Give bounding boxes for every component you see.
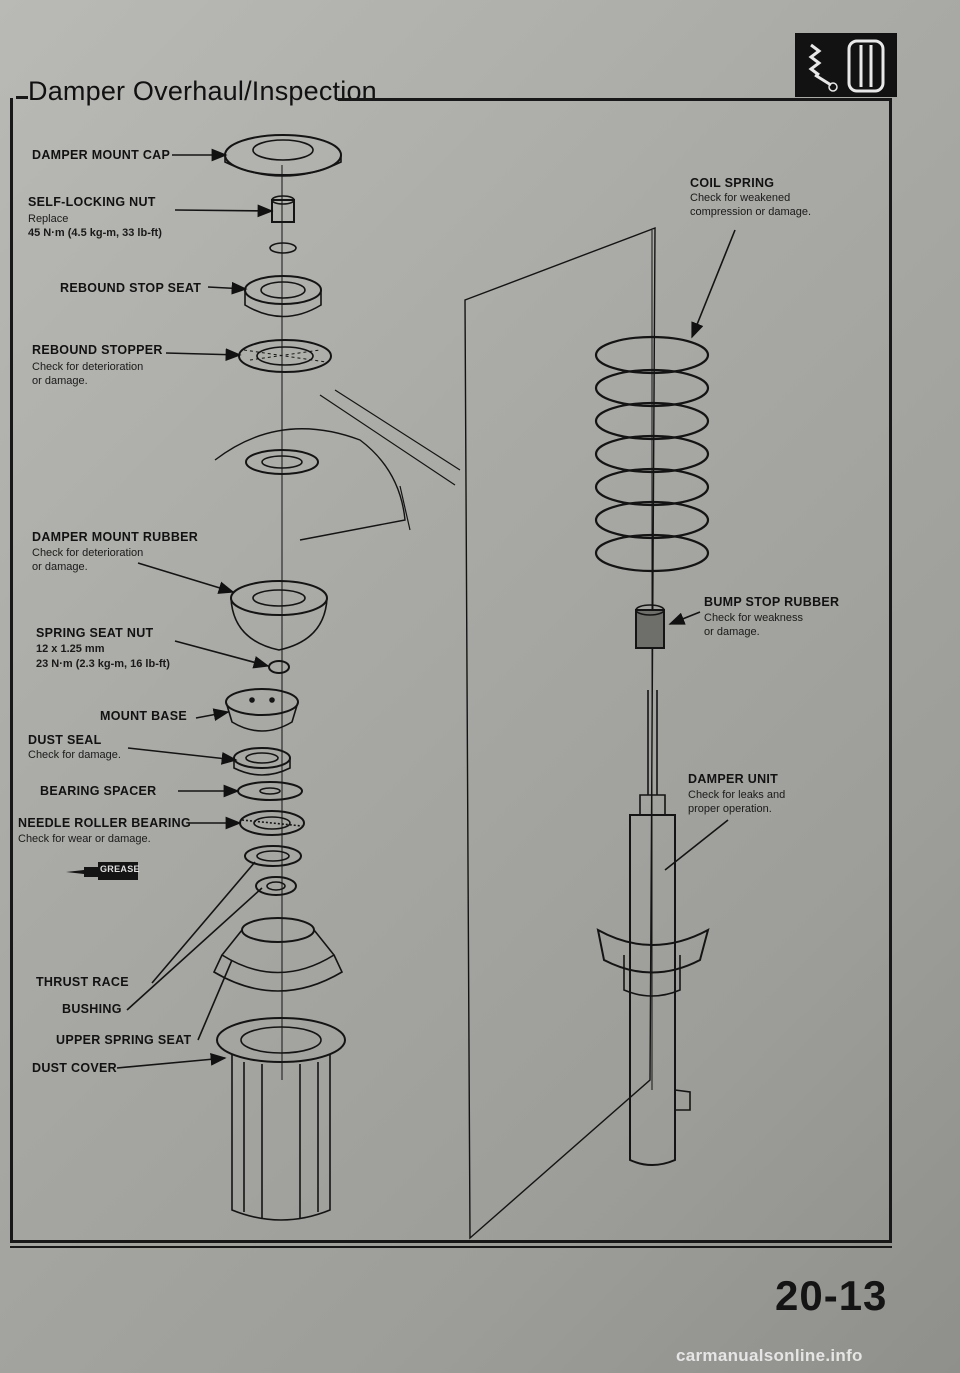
mount-base	[225, 688, 299, 732]
note-damper-unit-1: Check for leaks and	[688, 789, 786, 801]
label-damper-mount-rubber: DAMPER MOUNT RUBBER	[32, 530, 199, 544]
damper-mount-rubber	[230, 580, 328, 651]
label-upper-spring-seat: UPPER SPRING SEAT	[56, 1033, 192, 1047]
rebound-stop-seat	[244, 275, 322, 318]
label-coil-spring: COIL SPRING	[690, 176, 775, 190]
damper-mount-cap	[224, 134, 342, 177]
label-bushing: BUSHING	[62, 1002, 122, 1016]
frame-bottom-rule	[10, 1246, 892, 1248]
note-damper-mount-rubber-2: or damage.	[32, 561, 88, 573]
label-damper-mount-cap: DAMPER MOUNT CAP	[32, 148, 171, 162]
note-self-locking-nut-torque: 45 N·m (4.5 kg-m, 33 lb-ft)	[28, 227, 162, 239]
note-damper-mount-rubber-1: Check for deterioration	[32, 547, 144, 559]
diagram-frame	[10, 98, 892, 1243]
note-spring-seat-nut-torque: 23 N·m (2.3 kg-m, 16 lb-ft)	[36, 658, 170, 670]
section-icon-graphic	[797, 35, 895, 95]
grease-brush-icon: GREASE	[66, 858, 142, 882]
label-dust-seal: DUST SEAL	[28, 733, 102, 747]
needle-roller-bearing	[239, 810, 305, 836]
spring-seat-nut	[268, 660, 290, 674]
thrust-race	[244, 845, 302, 867]
note-dust-seal: Check for damage.	[28, 749, 121, 761]
label-self-locking-nut: SELF-LOCKING NUT	[28, 195, 156, 209]
body-mount-seat	[245, 449, 319, 475]
grease-label: GREASE	[100, 864, 140, 874]
label-rebound-stopper: REBOUND STOPPER	[32, 343, 163, 357]
title-rule-left	[16, 96, 28, 99]
shock-absorber-icon	[795, 33, 897, 97]
watermark-text: carmanualsonline.info	[676, 1346, 863, 1365]
dust-cover	[216, 1017, 346, 1221]
rebound-stopper	[238, 339, 332, 373]
bushing	[255, 876, 297, 896]
label-spring-seat-nut: SPRING SEAT NUT	[36, 626, 154, 640]
note-coil-spring-2: compression or damage.	[690, 206, 812, 218]
bump-stop-rubber	[635, 604, 665, 649]
label-damper-unit: DAMPER UNIT	[688, 772, 779, 786]
note-bump-stop-rubber-2: or damage.	[704, 626, 760, 638]
note-damper-unit-2: proper operation.	[688, 803, 772, 815]
note-rebound-stopper-2: or damage.	[32, 375, 88, 387]
body-panel-outline	[214, 428, 406, 541]
note-needle-roller-bearing: Check for wear or damage.	[18, 833, 151, 845]
label-needle-roller-bearing: NEEDLE ROLLER BEARING	[18, 816, 191, 830]
note-bump-stop-rubber-1: Check for weakness	[704, 612, 804, 624]
dust-seal	[233, 747, 291, 776]
damper-unit	[596, 690, 710, 1166]
note-spring-seat-nut-size: 12 x 1.25 mm	[36, 643, 105, 655]
note-rebound-stopper-1: Check for deterioration	[32, 361, 144, 373]
self-locking-nut	[269, 195, 297, 254]
note-coil-spring-1: Check for weakened	[690, 192, 791, 204]
page-title: Damper Overhaul/Inspection	[28, 76, 377, 106]
label-bearing-spacer: BEARING SPACER	[40, 784, 157, 798]
label-dust-cover: DUST COVER	[32, 1061, 117, 1075]
body-shell-outline	[319, 389, 461, 486]
bearing-spacer	[237, 781, 303, 801]
label-thrust-race: THRUST RACE	[36, 975, 129, 989]
note-self-locking-nut-replace: Replace	[28, 213, 69, 225]
label-bump-stop-rubber: BUMP STOP RUBBER	[704, 595, 840, 609]
label-rebound-stop-seat: REBOUND STOP SEAT	[60, 281, 202, 295]
label-mount-base: MOUNT BASE	[100, 709, 188, 723]
perspective-panel	[464, 226, 656, 1240]
frame-top-rule	[338, 98, 892, 101]
upper-spring-seat	[212, 917, 344, 992]
page-number: 20-13	[775, 1272, 888, 1319]
